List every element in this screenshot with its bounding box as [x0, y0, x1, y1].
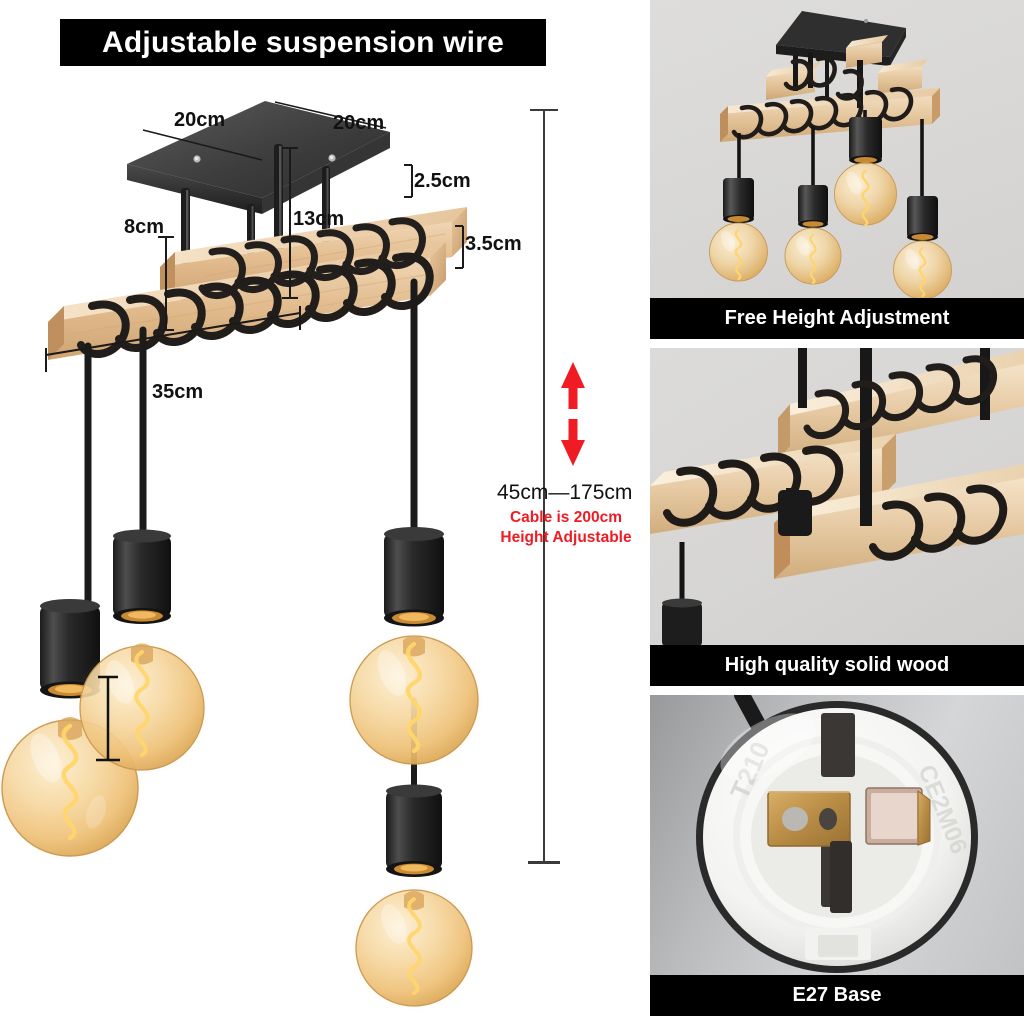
socket-height-marker	[96, 675, 120, 762]
e27-socket-closeup-photo: T210 CE2M06	[696, 695, 978, 973]
caption-high-quality-solid-wood: High quality solid wood	[650, 645, 1024, 686]
height-measure-line	[543, 110, 545, 862]
caption-text: E27 Base	[792, 984, 882, 1006]
pendant-light-illustration	[0, 101, 484, 1012]
dimension-label-short-rod: 8cm	[124, 216, 165, 238]
pendant-bulb-4	[350, 784, 478, 1012]
cable-length-note: Cable is 200cm Height Adjustable	[496, 508, 636, 548]
caption-free-height-adjustment: Free Height Adjustment	[650, 298, 1024, 339]
dimension-label-long-rod: 13cm	[293, 208, 345, 230]
caption-text: Free Height Adjustment	[724, 307, 950, 329]
main-diagram-panel: Adjustable suspension wire	[0, 19, 636, 1012]
bulb-d	[893, 196, 952, 298]
dimension-label-plate-width-left: 20cm	[174, 109, 226, 131]
dimension-label-beam-length: 35cm	[152, 381, 204, 403]
spiral-wire-wraps-rear	[198, 217, 426, 299]
page-title-banner: Adjustable suspension wire	[60, 19, 546, 66]
height-range-label: 45cm—175cm	[497, 481, 633, 504]
four-bulb-pendant-fixture-photo	[709, 11, 952, 298]
feature-photo-free-height-adjustment	[650, 0, 1024, 298]
cable-length-note-line1: Cable is 200cm	[509, 509, 622, 526]
feature-panels-column: Free Height Adjustment	[650, 0, 1024, 1024]
caption-text: High quality solid wood	[724, 654, 950, 676]
bulb-a	[709, 178, 768, 282]
feature-photo-e27-base: T210 CE2M06	[650, 695, 1024, 975]
page-title: Adjustable suspension wire	[102, 25, 504, 59]
cable-length-note-line2: Height Adjustable	[500, 528, 632, 546]
measure-line-bottom-tick	[528, 861, 560, 864]
feature-photo-high-quality-solid-wood	[650, 348, 1024, 645]
dimension-label-plate-thickness: 2.5cm	[414, 170, 471, 192]
bulb-b	[784, 185, 842, 285]
dimension-label-plate-width-right: 20cm	[333, 112, 385, 134]
double-arrow-vertical-icon	[561, 362, 585, 466]
wood-beam-closeup-photo	[650, 348, 1024, 645]
dimension-leaders	[45, 101, 464, 372]
dimension-label-beam-thickness: 3.5cm	[465, 233, 522, 255]
bulb-c	[834, 117, 897, 227]
caption-e27-base: E27 Base	[650, 975, 1024, 1016]
pendant-bulb-3	[344, 527, 484, 770]
